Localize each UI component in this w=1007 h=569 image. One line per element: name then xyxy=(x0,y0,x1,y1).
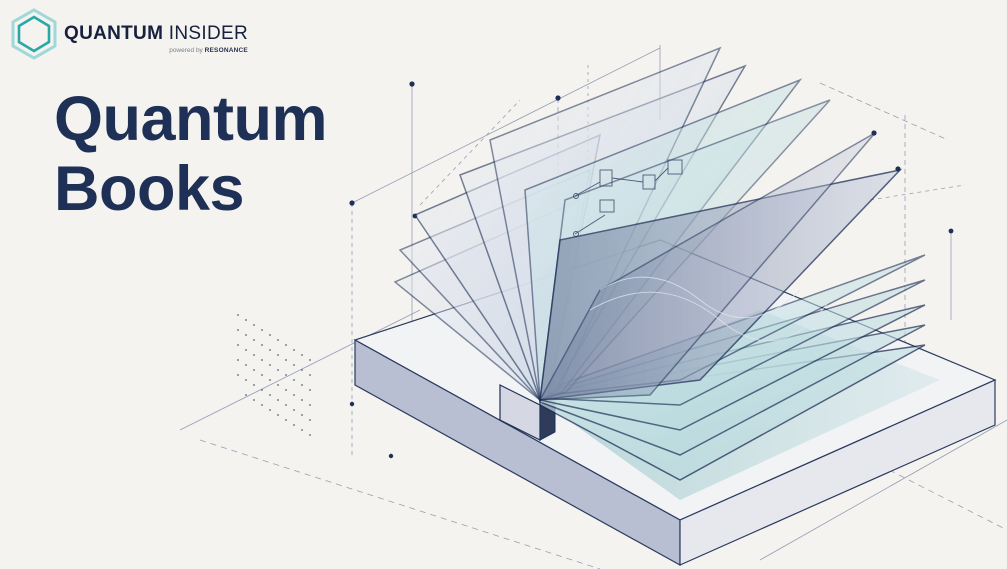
powered-by-brand: RESONANCE xyxy=(204,47,248,54)
fanned-pages xyxy=(393,46,903,402)
dot-grid xyxy=(237,314,311,436)
powered-by-prefix: powered by xyxy=(169,47,203,54)
brand-logo[interactable]: QUANTUM INSIDER powered by RESONANCE xyxy=(8,7,248,61)
powered-by-tagline: powered by RESONANCE xyxy=(169,47,248,54)
title-line-2: Books xyxy=(54,154,245,224)
brand-name-light: INSIDER xyxy=(168,23,248,44)
brand-name: QUANTUM INSIDER xyxy=(64,23,248,45)
page-title: Quantum Books xyxy=(54,84,328,224)
circuit-diagram xyxy=(573,159,831,342)
hexagon-icon xyxy=(11,8,57,60)
title-line-1: Quantum xyxy=(54,84,328,154)
brand-name-bold: QUANTUM xyxy=(64,23,164,44)
